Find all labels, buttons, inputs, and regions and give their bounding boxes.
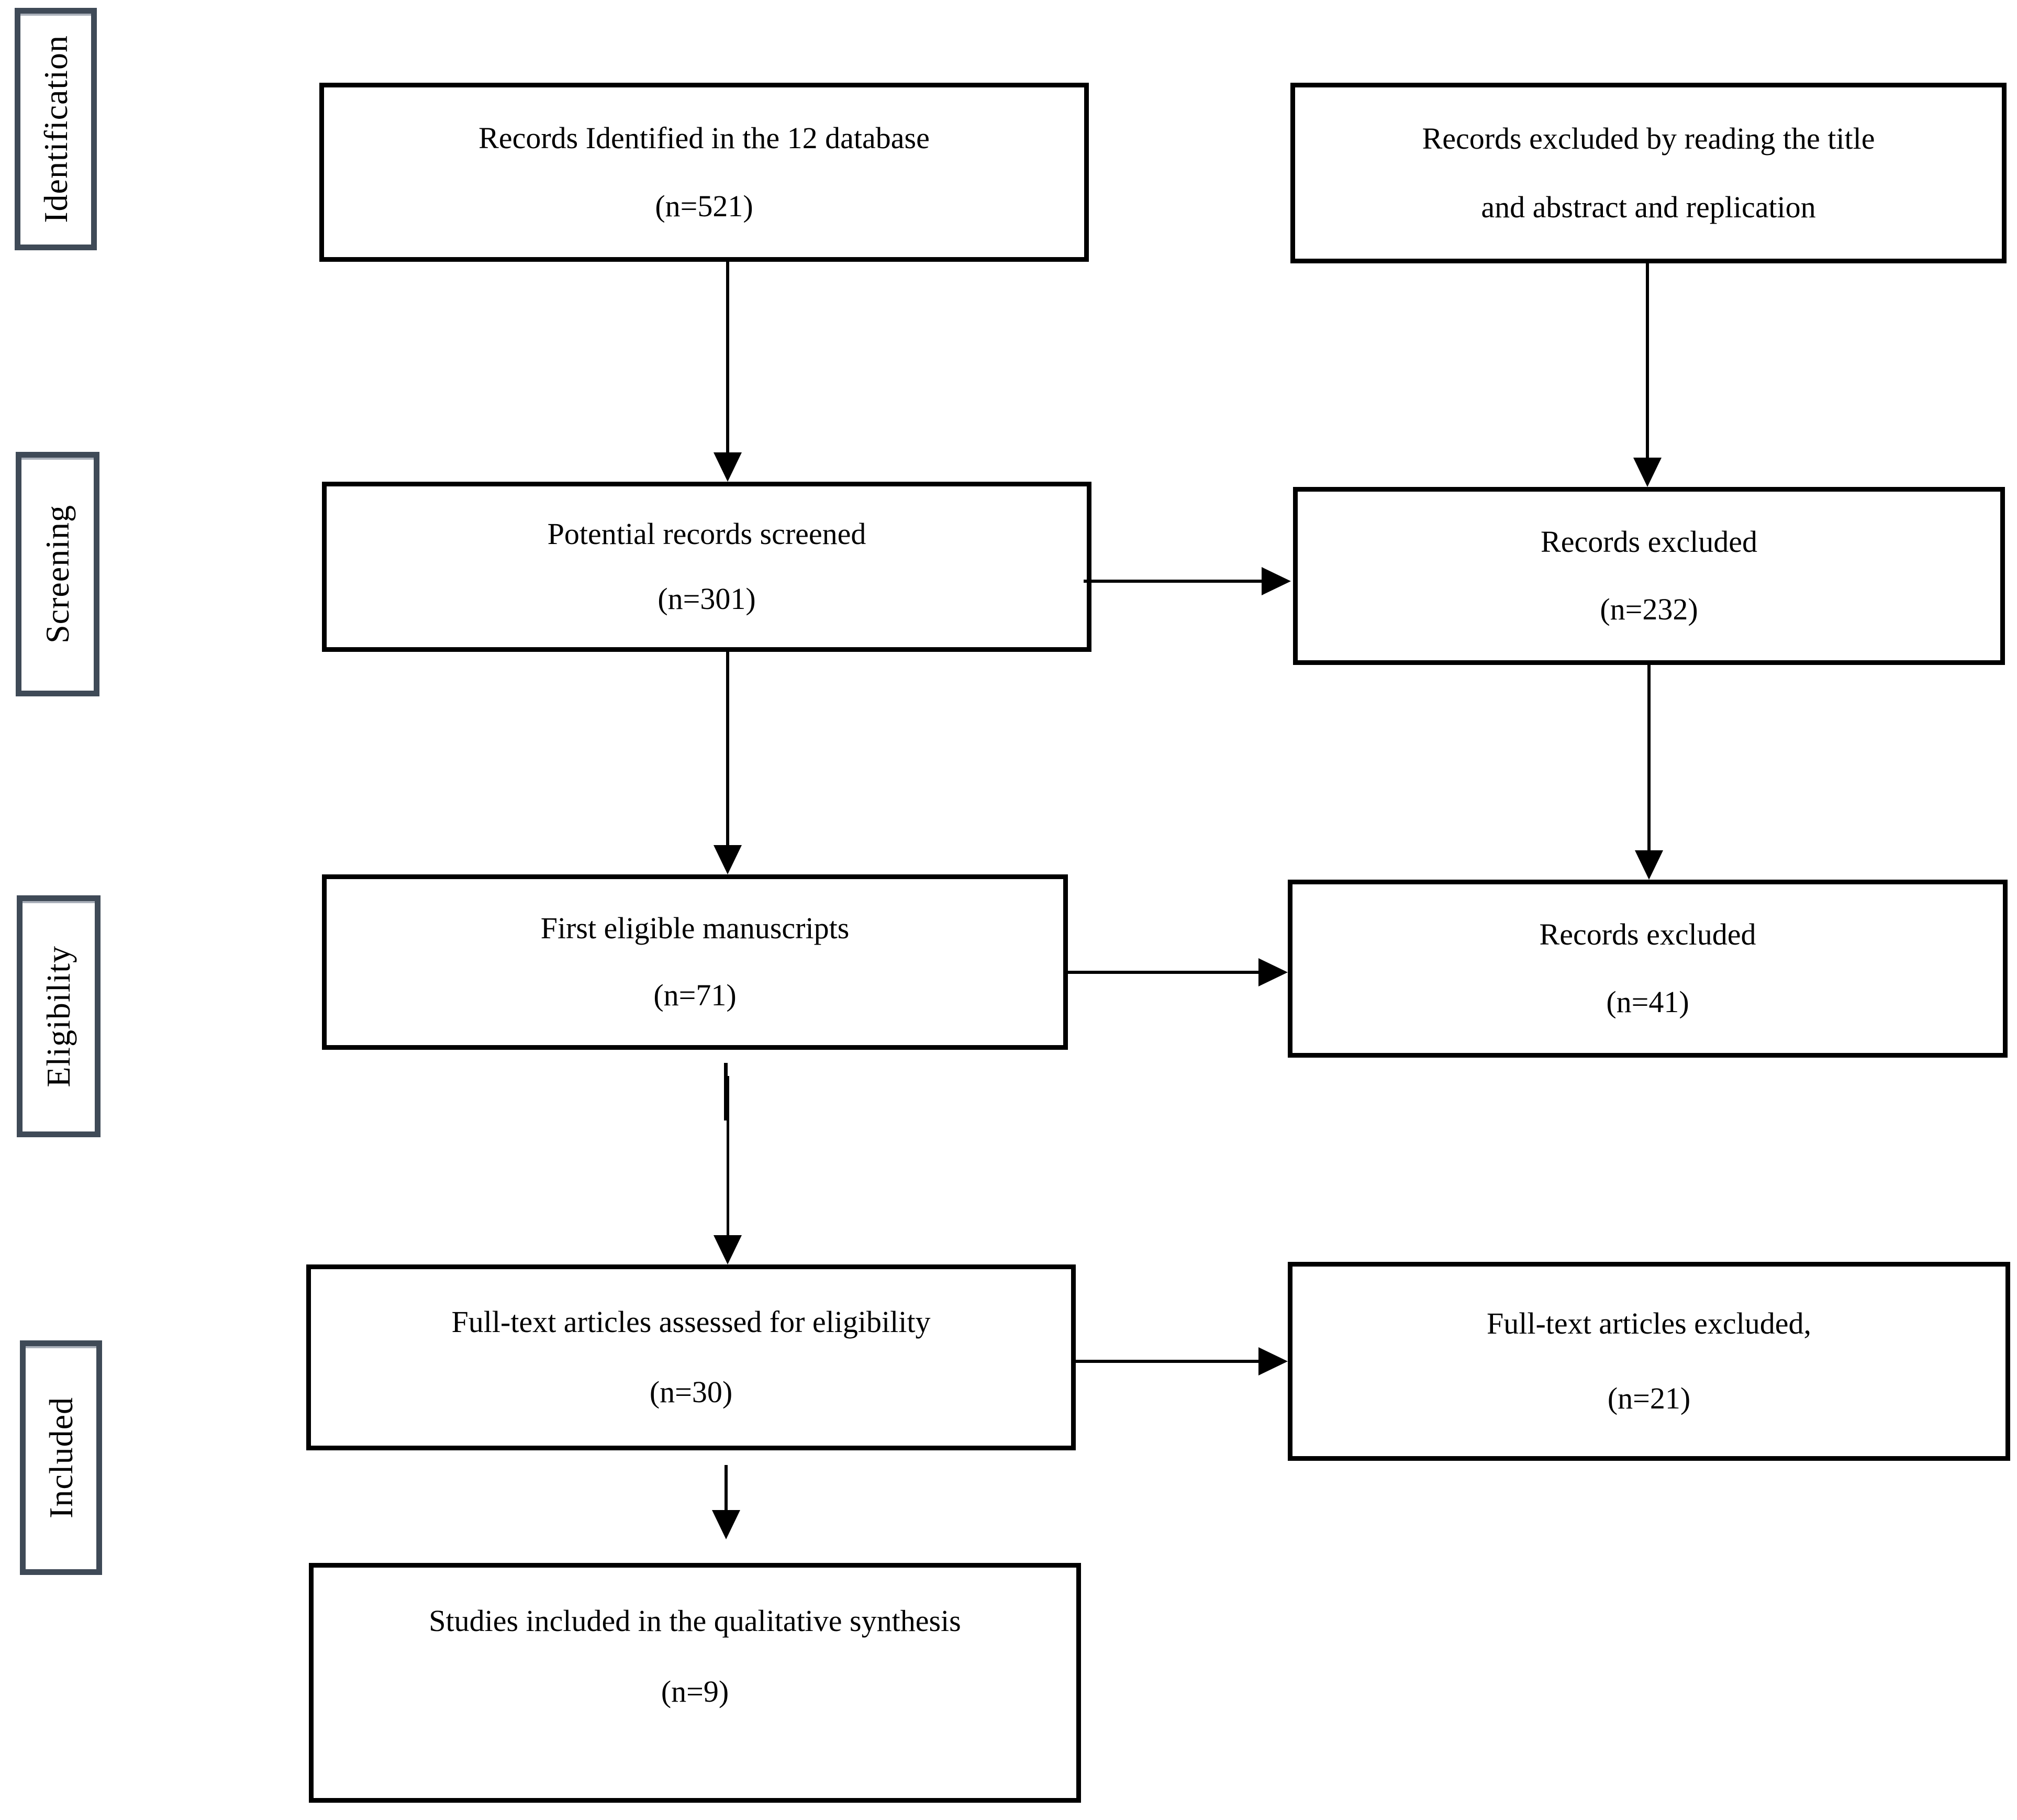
arrow-line: [1084, 580, 1267, 583]
arrow-head-down-icon: [1635, 850, 1663, 880]
stage-included: Included: [20, 1340, 102, 1575]
box-excluded-title-abstract-line2: and abstract and replication: [1481, 190, 1816, 224]
box-records-excluded-232: Records excluded (n=232): [1293, 487, 2005, 665]
box-excluded-title-abstract-line1: Records excluded by reading the title: [1422, 121, 1875, 156]
arrow-head-right-icon: [1262, 567, 1291, 595]
stage-included-label: Included: [42, 1397, 80, 1518]
box-first-eligible-count: (n=71): [653, 978, 737, 1013]
arrow-line: [1076, 1360, 1262, 1363]
box-records-screened-count: (n=301): [658, 582, 756, 616]
arrow-head-down-icon: [714, 452, 742, 482]
stage-eligibility: Eligibility: [17, 895, 101, 1137]
stage-screening-label: Screening: [39, 505, 76, 643]
box-fulltext-excluded-21-count: (n=21): [1607, 1381, 1691, 1416]
box-records-screened: Potential records screened (n=301): [322, 482, 1091, 652]
arrow-line: [1068, 971, 1262, 974]
box-fulltext-assessed: Full-text articles assessed for eligibil…: [306, 1264, 1076, 1450]
box-records-excluded-41: Records excluded (n=41): [1288, 880, 2008, 1058]
stage-identification-label: Identification: [37, 35, 74, 223]
stage-eligibility-label: Eligibility: [40, 945, 77, 1087]
box-records-identified: Records Identified in the 12 database (n…: [319, 83, 1089, 262]
box-records-excluded-41-title: Records excluded: [1539, 917, 1756, 951]
arrow-line: [727, 1076, 729, 1236]
box-records-identified-count: (n=521): [655, 188, 753, 223]
box-records-excluded-232-title: Records excluded: [1541, 524, 1757, 559]
arrow-head-down-icon: [714, 845, 742, 874]
box-fulltext-assessed-count: (n=30): [649, 1375, 733, 1410]
box-records-identified-title: Records Identified in the 12 database: [478, 120, 930, 155]
arrow-line: [725, 1465, 728, 1515]
box-fulltext-assessed-title: Full-text articles assessed for eligibil…: [451, 1304, 931, 1339]
stage-identification: Identification: [15, 8, 97, 250]
box-records-excluded-41-count: (n=41): [1606, 985, 1689, 1019]
box-first-eligible: First eligible manuscripts (n=71): [322, 874, 1068, 1050]
box-studies-included: Studies included in the qualitative synt…: [309, 1563, 1081, 1803]
arrow-head-down-icon: [714, 1235, 742, 1264]
arrow-head-right-icon: [1258, 958, 1288, 986]
arrow-head-right-icon: [1258, 1347, 1288, 1375]
box-records-excluded-232-count: (n=232): [1600, 592, 1698, 627]
box-first-eligible-title: First eligible manuscripts: [540, 911, 850, 946]
box-records-screened-title: Potential records screened: [547, 516, 866, 551]
arrow-head-down-icon: [712, 1510, 740, 1539]
stage-screening: Screening: [16, 452, 99, 696]
arrow-line: [1646, 263, 1649, 460]
box-studies-included-count: (n=9): [661, 1674, 729, 1709]
box-fulltext-excluded-21-title: Full-text articles excluded,: [1486, 1306, 1812, 1341]
arrow-line: [1647, 665, 1651, 853]
box-fulltext-excluded-21: Full-text articles excluded, (n=21): [1288, 1262, 2010, 1461]
box-excluded-title-abstract: Records excluded by reading the title an…: [1290, 83, 2007, 263]
arrow-line: [726, 652, 729, 846]
arrow-head-down-icon: [1633, 458, 1662, 487]
arrow-line: [726, 262, 729, 456]
arrow-line-segment: [724, 1063, 728, 1120]
box-studies-included-title: Studies included in the qualitative synt…: [429, 1603, 961, 1638]
